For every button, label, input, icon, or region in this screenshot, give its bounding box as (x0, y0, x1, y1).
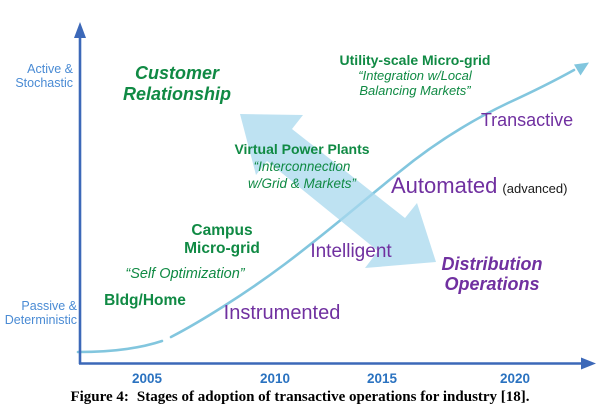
x-tick-2010: 2010 (259, 371, 291, 386)
double-arrow-icon (240, 114, 436, 268)
label-transactive: Transactive (480, 110, 574, 130)
vpp-title: Virtual Power Plants (234, 141, 370, 157)
automated-text: Automated (391, 173, 498, 198)
x-axis-arrowhead-icon (581, 357, 596, 370)
label-self-optimization: “Self Optimization” (125, 266, 245, 282)
label-distribution-operations: Distribution Operations (441, 254, 543, 294)
label-instrumented: Instrumented (223, 302, 341, 324)
figure-caption-label: Figure 4: (70, 389, 129, 405)
label-utility-scale-micro-grid: Utility-scale Micro-grid “Integration w/… (340, 51, 491, 98)
x-tick-2015: 2015 (366, 371, 398, 386)
x-tick-2005: 2005 (131, 371, 163, 386)
utility-scale-quote-line2: Balancing Markets” (359, 82, 471, 98)
label-campus-micro-grid: Campus Micro-grid (184, 222, 260, 257)
y-axis-arrowhead-icon (74, 22, 86, 38)
figure-caption-text: Stages of adoption of transactive operat… (136, 389, 530, 405)
s-curve-main (169, 68, 576, 339)
y-axis-label-passive-deterministic: Passive & Deterministic (4, 299, 77, 327)
label-virtual-power-plants: Virtual Power Plants “Interconnection w/… (234, 140, 369, 192)
utility-scale-title: Utility-scale Micro-grid (339, 52, 491, 68)
y-axis-label-active-stochastic: Active & Stochastic (15, 62, 73, 90)
vpp-quote-line1: “Interconnection (253, 159, 351, 174)
s-curve-arrowhead-icon (574, 62, 589, 76)
vpp-quote-line2: w/Grid & Markets” (247, 176, 356, 191)
label-bldg-home: Bldg/Home (104, 292, 186, 309)
utility-scale-quote-line1: “Integration w/Local (358, 68, 472, 83)
figure-caption: Figure 4: Stages of adoption of transacti… (70, 389, 529, 406)
label-automated: Automated (advanced) (391, 173, 567, 199)
x-tick-2020: 2020 (499, 371, 531, 386)
label-intelligent: Intelligent (310, 241, 392, 262)
automated-qualifier: (advanced) (502, 181, 568, 196)
label-customer-relationship: Customer Relationship (122, 63, 232, 104)
s-curve-start (76, 339, 164, 354)
